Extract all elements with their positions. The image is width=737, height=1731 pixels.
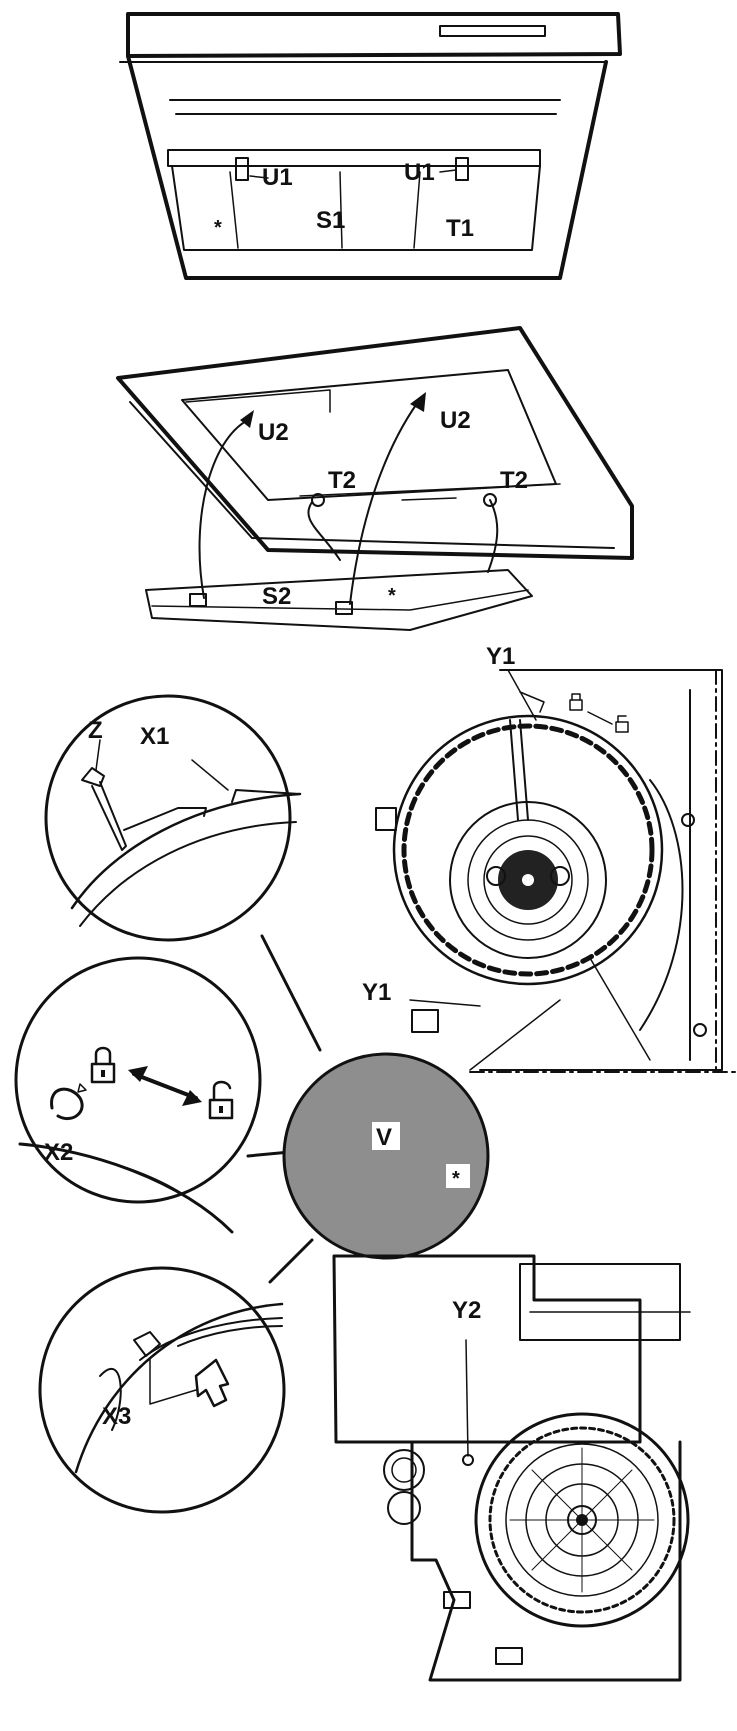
double-arrow-icon — [587, 711, 613, 725]
label-x1: X1 — [140, 723, 169, 750]
filter-marker-star: * — [214, 217, 222, 239]
label-y1-bottom: Y1 — [362, 979, 391, 1006]
padlock-open-icon — [615, 715, 629, 733]
detail-disc-v: V * — [282, 1052, 490, 1260]
label-y2: Y2 — [452, 1297, 481, 1324]
panel-1-hood-front: U1 U1 S1 T1 * — [119, 12, 622, 280]
padlock-closed-icon — [90, 1046, 116, 1084]
label-t1: T1 — [446, 215, 474, 242]
label-t2-left: T2 — [328, 467, 356, 494]
label-t2-right: T2 — [500, 467, 528, 494]
label-u2-left: U2 — [258, 419, 289, 446]
double-arrow-icon — [128, 1066, 202, 1106]
panel-4-fan-unit: Y2 — [332, 1254, 691, 1682]
label-u1-right: U1 — [404, 159, 435, 186]
label-z: Z — [88, 717, 103, 744]
panel-2-hood-underside: U2 U2 T2 T2 S2 * — [116, 326, 634, 631]
padlock-closed-icon — [569, 693, 583, 711]
label-u1-left: U1 — [262, 164, 293, 191]
label-s2: S2 — [262, 583, 291, 610]
filter-marker-star: * — [388, 585, 396, 607]
zoom-detail-x2: X2 — [14, 956, 262, 1234]
clip-right-icon — [455, 157, 469, 181]
marker-star: * — [452, 1168, 460, 1190]
label-x3: X3 — [102, 1403, 131, 1430]
panel-3-fan-housing: Y1 Y1 — [362, 643, 737, 1073]
label-x2: X2 — [44, 1139, 73, 1166]
label-v: V — [376, 1124, 392, 1151]
padlock-open-icon — [208, 1080, 234, 1120]
label-u2-right: U2 — [440, 407, 471, 434]
zoom-detail-x1: Z X1 — [44, 694, 302, 942]
zoom-detail-x3: X3 — [38, 1266, 286, 1514]
label-s1: S1 — [316, 207, 345, 234]
push-arrow-icon — [194, 1358, 230, 1408]
clip-left-icon — [235, 157, 249, 181]
label-y1-top: Y1 — [486, 643, 515, 670]
